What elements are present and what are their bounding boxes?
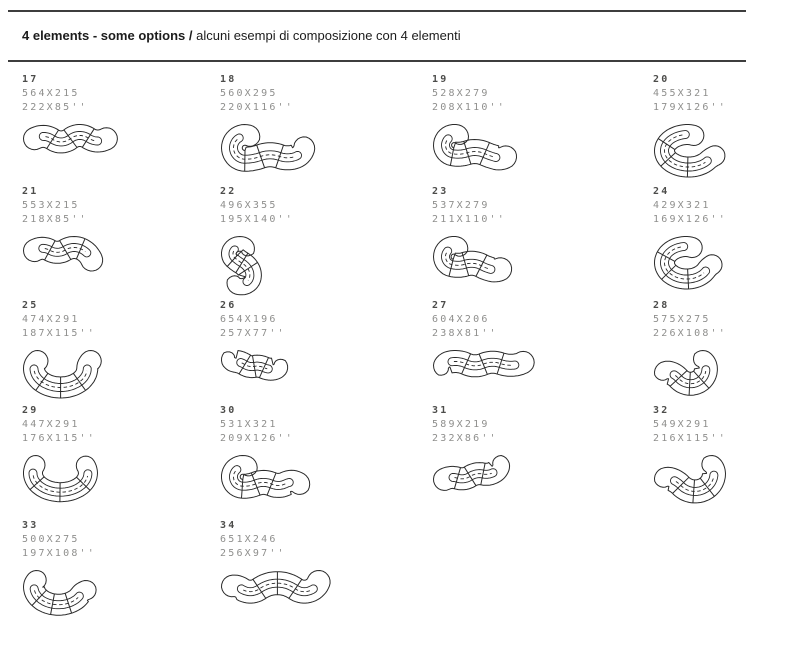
dimension-cm: 651X246 — [220, 534, 278, 545]
item-number: 29 — [22, 405, 39, 416]
dimension-inches: 238X81'' — [432, 328, 498, 339]
item-number: 34 — [220, 520, 237, 531]
item-number: 18 — [220, 74, 237, 85]
sofa-diagram — [23, 570, 97, 616]
option-cell-19: 19 528X279 208X110'' — [432, 73, 622, 171]
dimension-inches: 209X126'' — [220, 433, 294, 444]
option-cell-29: 29 447X291 176X115'' — [22, 404, 212, 503]
dimension-inches: 179X126'' — [653, 102, 727, 113]
item-number: 28 — [653, 300, 670, 311]
dimension-cm: 589X219 — [432, 419, 490, 430]
option-cell-21: 21 553X215 218X85'' — [22, 185, 212, 272]
item-number: 17 — [22, 74, 39, 85]
page-title: 4 elements - some options / alcuni esemp… — [22, 28, 461, 43]
sofa-diagram — [433, 455, 511, 491]
dimension-cm: 537X279 — [432, 200, 490, 211]
sofa-diagram — [221, 124, 316, 172]
option-cell-18: 18 560X295 220X116'' — [220, 73, 410, 172]
option-cell-22: 22 496X355 195X140'' — [220, 185, 410, 296]
dimension-cm: 549X291 — [653, 419, 711, 430]
page-title-it: alcuni esempi di composizione con 4 elem… — [196, 28, 461, 43]
option-cell-26: 26 654X196 257X77'' — [220, 299, 410, 381]
dimension-inches: 216X115'' — [653, 433, 727, 444]
sofa-diagram — [221, 236, 262, 296]
item-number: 20 — [653, 74, 670, 85]
dimension-inches: 226X108'' — [653, 328, 727, 339]
dimension-cm: 654X196 — [220, 314, 278, 325]
option-cell-33: 33 500X275 197X108'' — [22, 519, 212, 616]
option-cell-24: 24 429X321 169X126'' — [653, 185, 795, 290]
item-number: 25 — [22, 300, 39, 311]
dimension-inches: 211X110'' — [432, 214, 506, 225]
sofa-diagram — [23, 236, 104, 272]
sofa-diagram — [23, 455, 98, 503]
sofa-diagram — [654, 236, 723, 290]
dimension-inches: 176X115'' — [22, 433, 96, 444]
dimension-cm: 455X321 — [653, 88, 711, 99]
option-cell-30: 30 531X321 209X126'' — [220, 404, 410, 499]
divider-line-bottom — [8, 60, 746, 62]
sofa-diagram — [221, 455, 311, 499]
sofa-diagram — [654, 350, 718, 396]
dimension-inches: 195X140'' — [220, 214, 294, 225]
option-cell-20: 20 455X321 179X126'' — [653, 73, 795, 178]
dimension-cm: 560X295 — [220, 88, 278, 99]
page-title-en: 4 elements - some options — [22, 28, 186, 43]
sofa-diagram — [433, 124, 517, 171]
item-number: 27 — [432, 300, 449, 311]
sofa-diagram — [23, 350, 102, 399]
dimension-inches: 169X126'' — [653, 214, 727, 225]
dimension-inches: 208X110'' — [432, 102, 506, 113]
dimension-inches: 222X85'' — [22, 102, 88, 113]
option-cell-27: 27 604X206 238X81'' — [432, 299, 622, 378]
title-separator: / — [185, 28, 197, 43]
dimension-cm: 553X215 — [22, 200, 80, 211]
dimension-cm: 604X206 — [432, 314, 490, 325]
sofa-diagram — [221, 570, 331, 604]
dimension-inches: 256X97'' — [220, 548, 286, 559]
dimension-inches: 220X116'' — [220, 102, 294, 113]
option-cell-34: 34 651X246 256X97'' — [220, 519, 410, 604]
item-number: 31 — [432, 405, 449, 416]
sofa-diagram — [654, 455, 726, 504]
option-cell-32: 32 549X291 216X115'' — [653, 404, 795, 504]
dimension-cm: 500X275 — [22, 534, 80, 545]
item-number: 19 — [432, 74, 449, 85]
option-cell-17: 17 564X215 222X85'' — [22, 73, 212, 154]
dimension-inches: 187X115'' — [22, 328, 96, 339]
dimension-cm: 528X279 — [432, 88, 490, 99]
option-cell-23: 23 537X279 211X110'' — [432, 185, 622, 283]
sofa-diagram — [221, 350, 289, 381]
dimension-cm: 429X321 — [653, 200, 711, 211]
option-cell-25: 25 474X291 187X115'' — [22, 299, 212, 399]
dimension-cm: 447X291 — [22, 419, 80, 430]
dimension-cm: 564X215 — [22, 88, 80, 99]
item-number: 32 — [653, 405, 670, 416]
item-number: 21 — [22, 186, 39, 197]
dimension-cm: 496X355 — [220, 200, 278, 211]
option-cell-28: 28 575X275 226X108'' — [653, 299, 795, 396]
sofa-diagram — [654, 124, 726, 178]
dimension-inches: 197X108'' — [22, 548, 96, 559]
dimension-cm: 474X291 — [22, 314, 80, 325]
option-cell-31: 31 589X219 232X86'' — [432, 404, 622, 491]
dimension-cm: 575X275 — [653, 314, 711, 325]
sofa-diagram — [23, 124, 118, 154]
item-number: 22 — [220, 186, 237, 197]
dimension-inches: 232X86'' — [432, 433, 498, 444]
dimension-cm: 531X321 — [220, 419, 278, 430]
item-number: 23 — [432, 186, 449, 197]
item-number: 26 — [220, 300, 237, 311]
item-number: 33 — [22, 520, 39, 531]
item-number: 30 — [220, 405, 237, 416]
dimension-inches: 218X85'' — [22, 214, 88, 225]
divider-line-top — [8, 10, 746, 12]
dimension-inches: 257X77'' — [220, 328, 286, 339]
item-number: 24 — [653, 186, 670, 197]
sofa-diagram — [433, 236, 513, 283]
sofa-diagram — [433, 350, 535, 378]
